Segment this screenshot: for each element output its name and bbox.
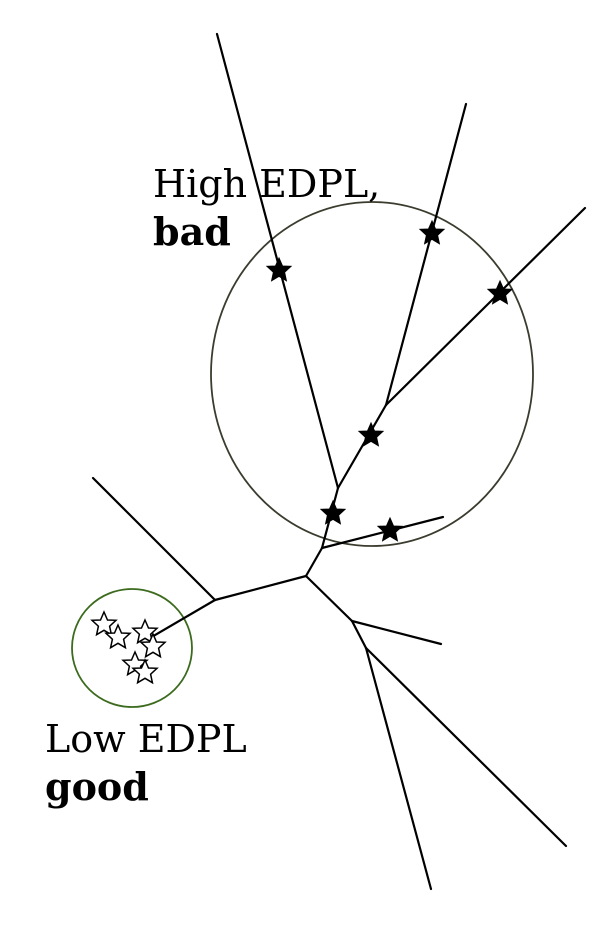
- tree-branch: [91, 476, 217, 602]
- low-edpl-placements: [91, 611, 166, 684]
- low-edpl-label: Low EDPL: [45, 717, 247, 761]
- high-edpl-placements: [266, 220, 513, 542]
- tree-branch: [148, 598, 217, 640]
- tree-branch: [304, 546, 324, 578]
- high-edpl-label: High EDPL,: [153, 162, 380, 206]
- tree-branch: [304, 574, 354, 623]
- star-icon: [358, 422, 384, 447]
- tree-branch: [384, 206, 587, 407]
- tree-branch: [384, 102, 468, 407]
- tree-branch: [364, 646, 433, 891]
- tree-branch: [336, 403, 388, 490]
- tree-branch: [364, 646, 568, 848]
- star-icon: [91, 611, 117, 636]
- tree-branch: [213, 574, 308, 602]
- star-icon: [377, 517, 403, 542]
- phylogenetic-tree: [91, 32, 587, 891]
- high-edpl-verdict: bad: [153, 209, 231, 254]
- tree-branch: [350, 619, 443, 646]
- low-edpl-circle: [71, 588, 193, 708]
- star-icon: [419, 220, 445, 245]
- tree-branch: [320, 515, 445, 550]
- star-icon: [320, 500, 346, 525]
- tree-branch: [350, 619, 368, 650]
- star-icon: [266, 257, 292, 282]
- low-edpl-verdict: good: [45, 764, 149, 809]
- high-edpl-circle: [210, 201, 534, 547]
